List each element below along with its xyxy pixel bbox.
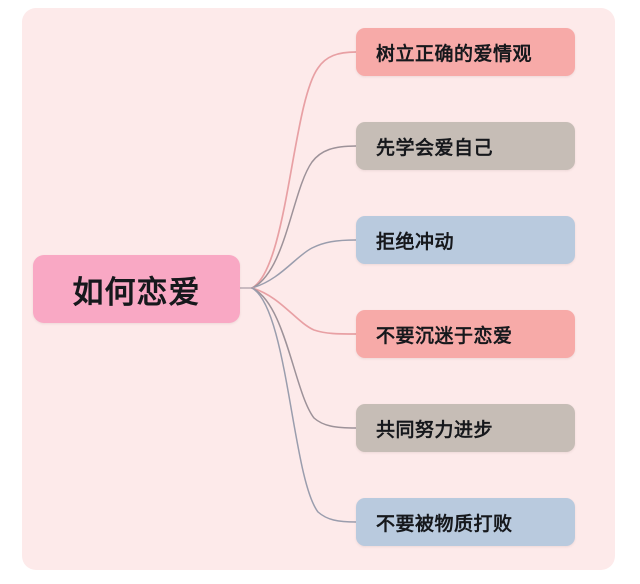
branch-node-2-label: 先学会爱自己 bbox=[376, 137, 494, 159]
branch-node-5-label: 共同努力进步 bbox=[376, 419, 494, 441]
branch-node-5[interactable]: 共同努力进步 bbox=[356, 404, 575, 452]
branch-node-1[interactable]: 树立正确的爱情观 bbox=[356, 28, 575, 76]
branch-node-3-label: 拒绝冲动 bbox=[376, 231, 455, 253]
branch-node-4-label: 不要沉迷于恋爱 bbox=[376, 325, 513, 347]
branch-node-4[interactable]: 不要沉迷于恋爱 bbox=[356, 310, 575, 358]
root-node[interactable]: 如何恋爱 bbox=[33, 255, 240, 323]
branch-node-6[interactable]: 不要被物质打败 bbox=[356, 498, 575, 546]
root-node-label: 如何恋爱 bbox=[72, 274, 201, 310]
branch-node-3[interactable]: 拒绝冲动 bbox=[356, 216, 575, 264]
branch-node-2[interactable]: 先学会爱自己 bbox=[356, 122, 575, 170]
branch-node-1-label: 树立正确的爱情观 bbox=[376, 43, 533, 65]
branch-node-6-label: 不要被物质打败 bbox=[376, 513, 513, 535]
